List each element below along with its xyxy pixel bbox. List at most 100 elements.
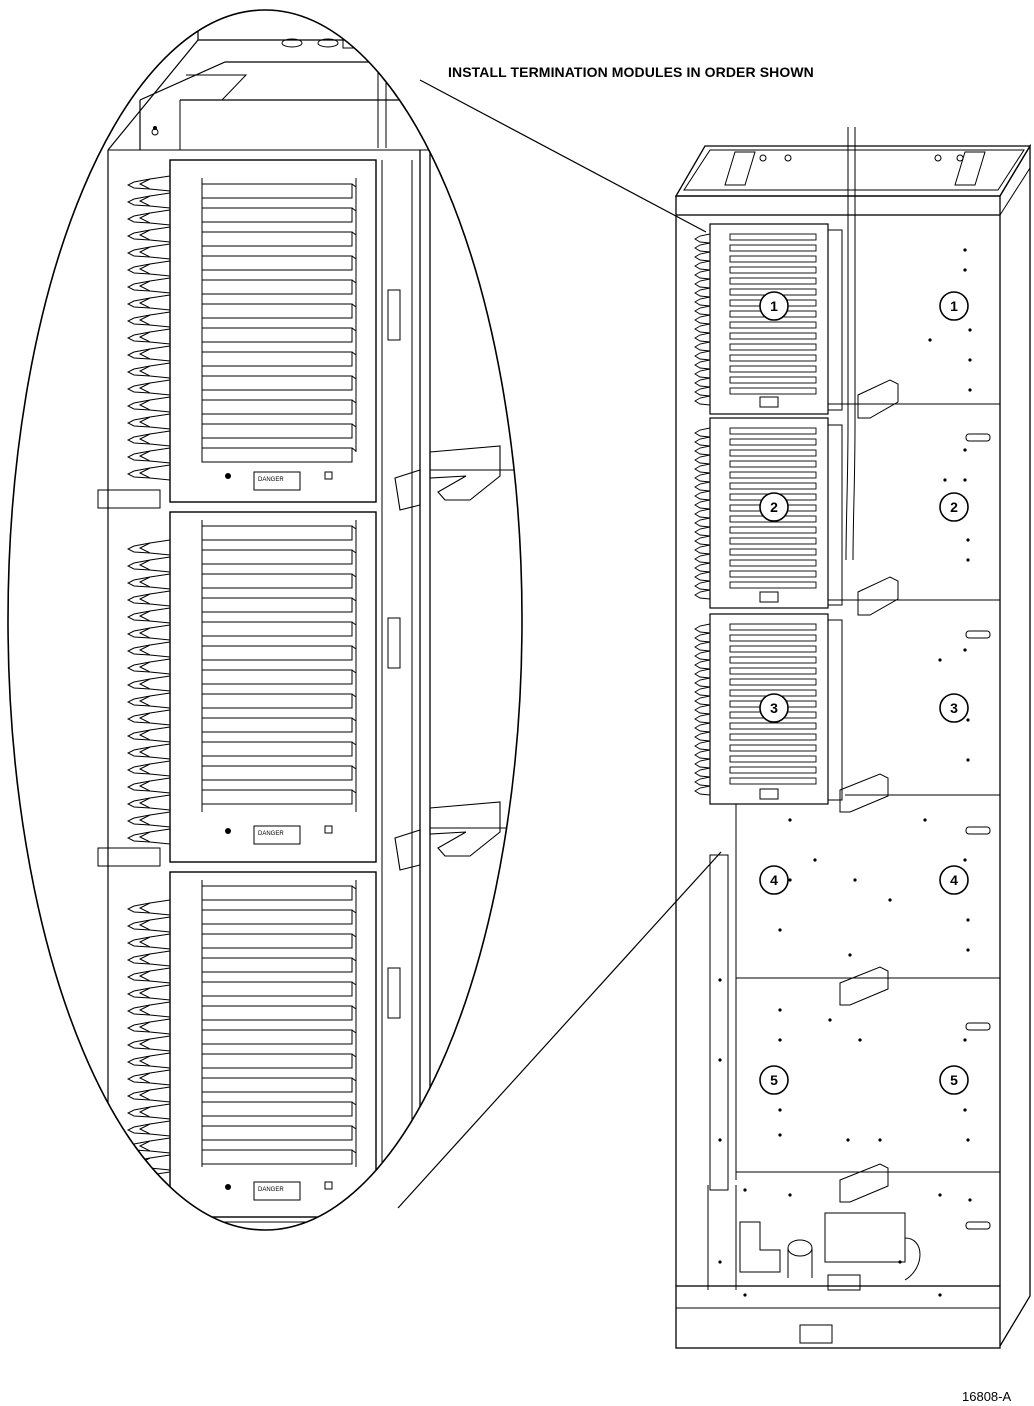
connector-tooth <box>694 436 711 447</box>
connector-tooth <box>138 413 171 430</box>
connector-tooth <box>694 562 711 573</box>
connector-tooth <box>138 1103 171 1120</box>
danger-label: DANGER <box>258 831 284 837</box>
connector-tooth <box>138 311 171 328</box>
connector-tooth <box>138 743 171 760</box>
connector-tooth <box>138 1154 171 1171</box>
figure-id: 16808-A <box>962 1389 1012 1404</box>
connector-tooth <box>694 659 711 670</box>
connector-tooth <box>138 1086 171 1103</box>
connector-tooth <box>694 233 711 244</box>
detail-leader-lines <box>397 79 722 1209</box>
position-marker: 5 <box>759 1065 789 1095</box>
module-slat <box>729 777 817 785</box>
connector-tooth <box>694 454 711 465</box>
connector-tooth <box>694 463 711 474</box>
connector-tooth <box>138 1188 171 1205</box>
connector-tooth <box>694 686 711 697</box>
module-slat <box>729 678 817 686</box>
module-slat <box>729 427 817 435</box>
module-slat <box>729 255 817 263</box>
connector-tooth <box>138 539 171 556</box>
connector-tooth <box>138 658 171 675</box>
position-number: 3 <box>950 700 958 716</box>
connector-tooth <box>694 251 711 262</box>
module-slat <box>729 559 817 567</box>
connector-tooth <box>694 544 711 555</box>
module-slat <box>729 634 817 642</box>
module-slat <box>729 744 817 752</box>
connector-tooth <box>138 243 171 260</box>
connector-tooth <box>138 1018 171 1035</box>
connector-tooth <box>694 350 711 361</box>
module-slat <box>729 471 817 479</box>
connector-tooth <box>138 1137 171 1154</box>
position-number: 5 <box>770 1072 778 1088</box>
connector-tooth <box>694 677 711 688</box>
connector-tooth <box>694 472 711 483</box>
module-slat <box>729 623 817 631</box>
module-slat <box>729 755 817 763</box>
position-number: 4 <box>950 872 958 888</box>
connector-tooth <box>138 209 171 226</box>
module-slat <box>729 570 817 578</box>
connector-tooth <box>138 899 171 916</box>
position-number: 1 <box>770 298 778 314</box>
connector-tooth <box>694 395 711 406</box>
connector-tooth <box>694 580 711 591</box>
position-marker: 2 <box>759 492 789 522</box>
position-marker: 3 <box>939 693 969 723</box>
connector-tooth <box>694 386 711 397</box>
connector-tooth <box>138 967 171 984</box>
module-slat <box>729 645 817 653</box>
connector-tooth <box>138 379 171 396</box>
connector-tooth <box>694 278 711 289</box>
connector-tooth <box>694 341 711 352</box>
connector-tooth <box>694 785 711 796</box>
connector-tooth <box>138 294 171 311</box>
connector-tooth <box>694 589 711 600</box>
position-number: 3 <box>770 700 778 716</box>
connector-tooth <box>694 305 711 316</box>
connector-tooth <box>138 1069 171 1086</box>
connector-tooth <box>138 1120 171 1137</box>
detail-oval <box>7 9 523 1231</box>
connector-tooth <box>694 368 711 379</box>
module-slat <box>729 277 817 285</box>
connector-tooth <box>138 396 171 413</box>
connector-tooth <box>138 1001 171 1018</box>
connector-tooth <box>138 607 171 624</box>
connector-tooth <box>138 277 171 294</box>
connector-tooth <box>694 650 711 661</box>
module-slat <box>729 722 817 730</box>
position-number: 2 <box>950 499 958 515</box>
module-slat <box>729 343 817 351</box>
module-slat <box>729 548 817 556</box>
connector-tooth <box>138 675 171 692</box>
module-slat <box>729 233 817 241</box>
connector-tooth <box>694 508 711 519</box>
connector-tooth <box>138 226 171 243</box>
module-slat <box>729 387 817 395</box>
connector-tooth <box>138 933 171 950</box>
connector-tooth <box>694 722 711 733</box>
connector-tooth <box>694 535 711 546</box>
connector-tooth <box>694 731 711 742</box>
module-slat <box>729 449 817 457</box>
connector-tooth <box>694 269 711 280</box>
connector-tooth <box>694 623 711 634</box>
cabinet-full-view <box>674 127 1032 1349</box>
connector-tooth <box>694 517 711 528</box>
connector-tooth <box>694 526 711 537</box>
module-slat <box>729 460 817 468</box>
module-slat <box>729 733 817 741</box>
module-slat <box>729 376 817 384</box>
connector-tooth <box>694 296 711 307</box>
module-slat <box>729 581 817 589</box>
connector-tooth <box>138 641 171 658</box>
module-slat <box>729 438 817 446</box>
connector-tooth <box>138 556 171 573</box>
connector-tooth <box>694 260 711 271</box>
